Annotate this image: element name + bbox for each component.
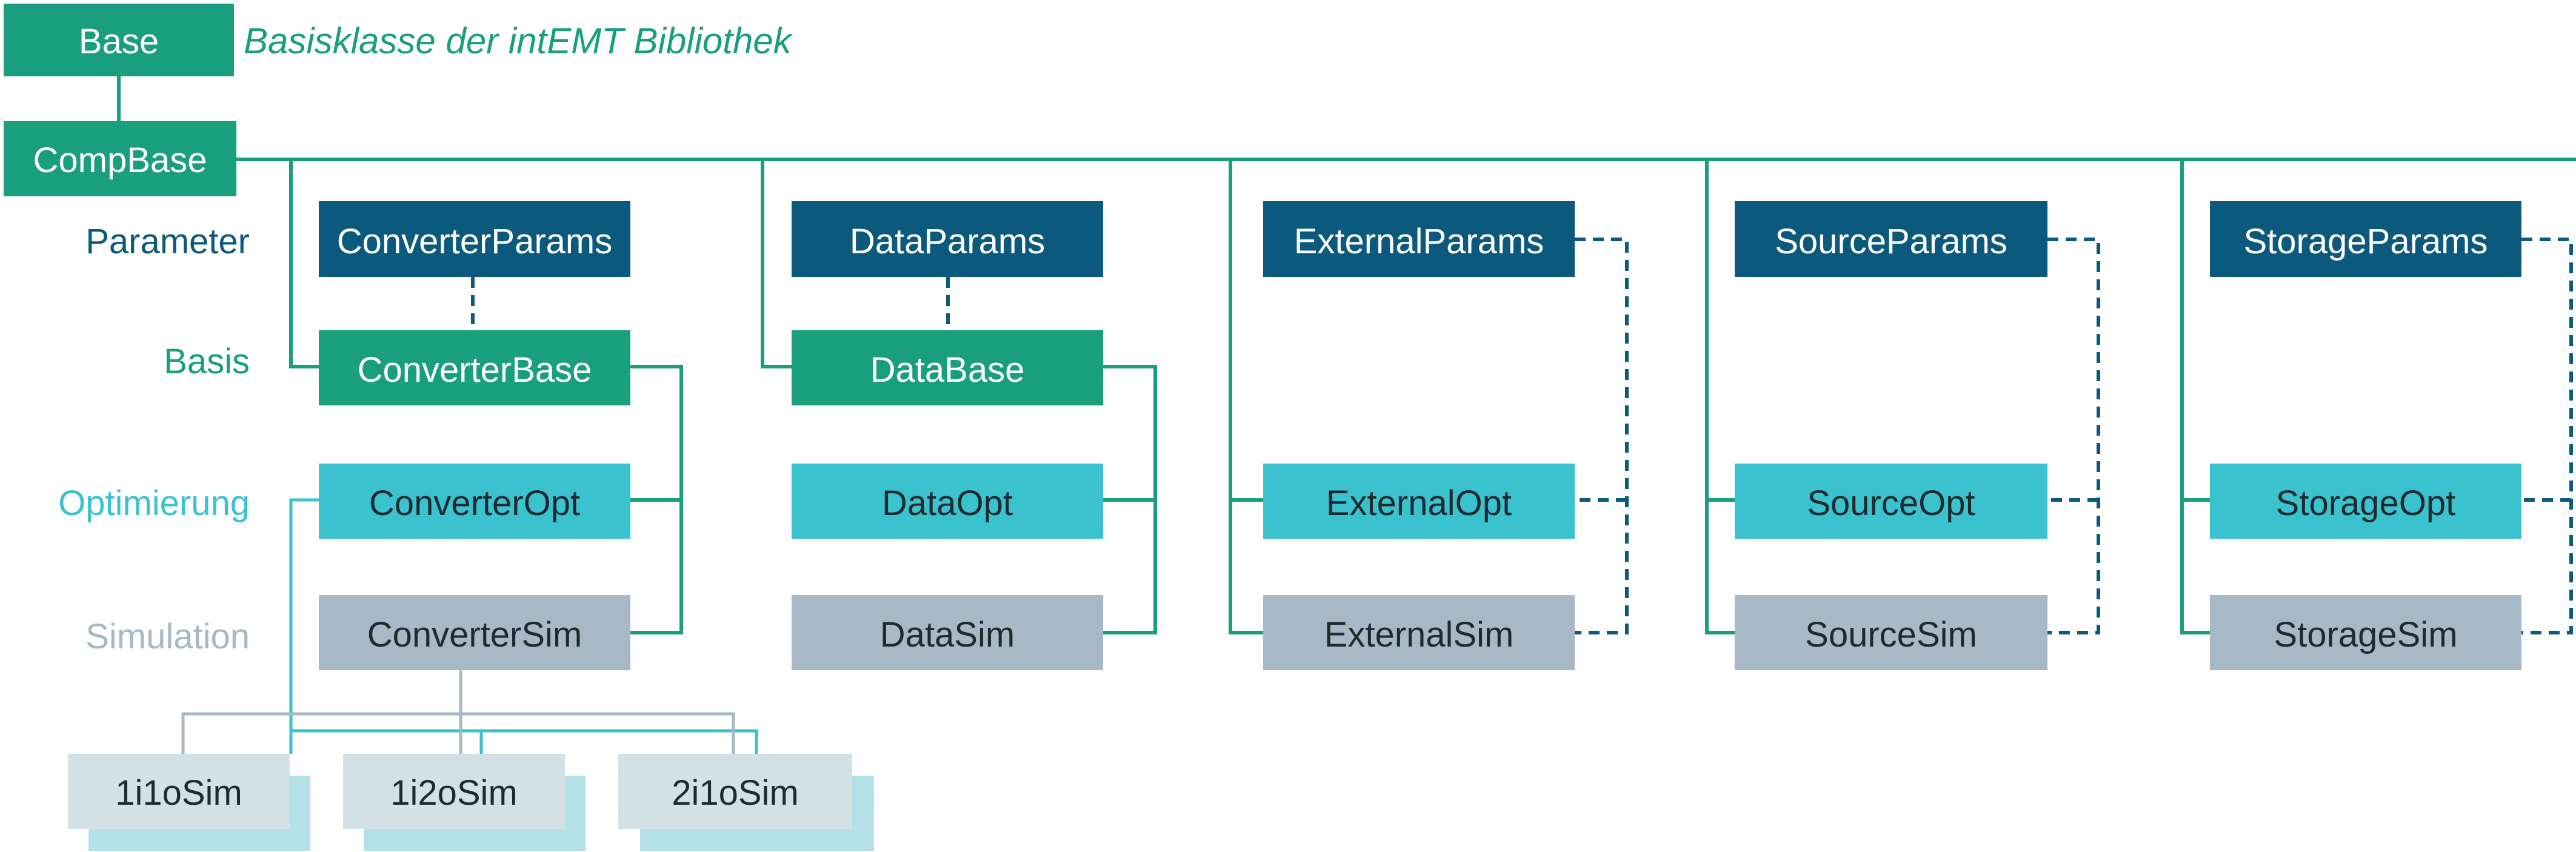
row-label-optimierung: Optimierung <box>58 484 250 523</box>
row-label-basis: Basis <box>164 342 250 381</box>
connector-storageparams-dashed <box>2521 238 2573 634</box>
leaf-box <box>343 754 565 829</box>
column-converter: ConverterParams ConverterBase ConverterO… <box>319 201 630 670</box>
converterbase-box <box>319 330 630 405</box>
compbase-label: CompBase <box>33 141 207 180</box>
connector-trunk-database <box>761 159 792 368</box>
datasim-box <box>792 595 1103 670</box>
leaf-2i1osim: 2i1oSim <box>618 754 874 851</box>
compbase-node: CompBase <box>4 121 236 196</box>
compbase-box <box>4 121 236 196</box>
base-note: Basisklasse der intEMT Bibliothek <box>244 21 793 61</box>
storagesim-box <box>2210 595 2521 670</box>
sourceparams-label: SourceParams <box>1775 222 2007 261</box>
externalopt-label: ExternalOpt <box>1326 484 1512 523</box>
storageparams-label: StorageParams <box>2244 222 2488 261</box>
connector-trunk-externalopt <box>1229 159 1263 634</box>
base-node: Base Basisklasse der intEMT Bibliothek <box>4 4 793 76</box>
column-external: ExternalParams ExternalOpt ExternalSim <box>1263 201 1575 670</box>
sourceopt-box <box>1735 464 2047 539</box>
leaf-label: 1i1oSim <box>115 773 242 813</box>
storageopt-box <box>2210 464 2521 539</box>
row-label-parameter: Parameter <box>85 222 250 261</box>
leaf-label: 1i2oSim <box>390 773 518 813</box>
storageparams-box <box>2210 201 2521 277</box>
connector-sourceparams-dashed <box>2047 238 2100 634</box>
leaf-1i2osim: 1i2oSim <box>343 754 586 851</box>
converterparams-box <box>319 201 630 277</box>
externalsim-label: ExternalSim <box>1324 615 1514 654</box>
sourcesim-box <box>1735 595 2047 670</box>
connector-trunk-sourceopt <box>1705 159 1735 634</box>
sourcesim-label: SourceSim <box>1805 615 1977 654</box>
leaf-label: 2i1oSim <box>672 773 799 813</box>
leaf-box <box>618 754 852 829</box>
leaf-1i1osim: 1i1oSim <box>68 754 310 851</box>
database-box <box>792 330 1103 405</box>
dataopt-box <box>792 464 1103 539</box>
convertersim-label: ConverterSim <box>367 615 582 654</box>
column-data: DataParams DataBase DataOpt DataSim <box>792 201 1103 670</box>
sourceopt-label: SourceOpt <box>1807 484 1975 523</box>
connector-externalparams-dashed <box>1575 238 1629 634</box>
externalparams-box <box>1263 201 1575 277</box>
externalopt-box <box>1263 464 1575 539</box>
connector-trunk-converterbase <box>289 159 319 368</box>
connectors <box>117 76 2576 754</box>
converteropt-box <box>319 464 630 539</box>
connector-trunk-storageopt <box>2180 159 2210 634</box>
connector-convertersim-leaves <box>181 670 462 754</box>
sourceparams-box <box>1735 201 2047 277</box>
base-label: Base <box>79 22 159 61</box>
dataparams-box <box>792 201 1103 277</box>
converteropt-label: ConverterOpt <box>369 484 580 523</box>
column-storage: StorageParams StorageOpt StorageSim <box>2210 201 2521 670</box>
dataopt-label: DataOpt <box>882 484 1013 523</box>
database-label: DataBase <box>870 350 1025 390</box>
base-box <box>4 4 234 76</box>
datasim-label: DataSim <box>880 615 1015 654</box>
dataparams-label: DataParams <box>850 222 1045 261</box>
converterbase-label: ConverterBase <box>358 350 592 390</box>
row-label-simulation: Simulation <box>85 617 250 656</box>
externalparams-label: ExternalParams <box>1294 222 1544 261</box>
converterparams-label: ConverterParams <box>337 222 612 261</box>
connector-convertersim-leaf3 <box>461 712 735 754</box>
row-labels: Parameter Basis Optimierung Simulation <box>58 222 250 656</box>
convertersim-box <box>319 595 630 670</box>
leaf-box <box>68 754 290 829</box>
externalsim-box <box>1263 595 1575 670</box>
storageopt-label: StorageOpt <box>2276 484 2456 523</box>
column-source: SourceParams SourceOpt SourceSim <box>1735 201 2047 670</box>
storagesim-label: StorageSim <box>2274 615 2457 654</box>
